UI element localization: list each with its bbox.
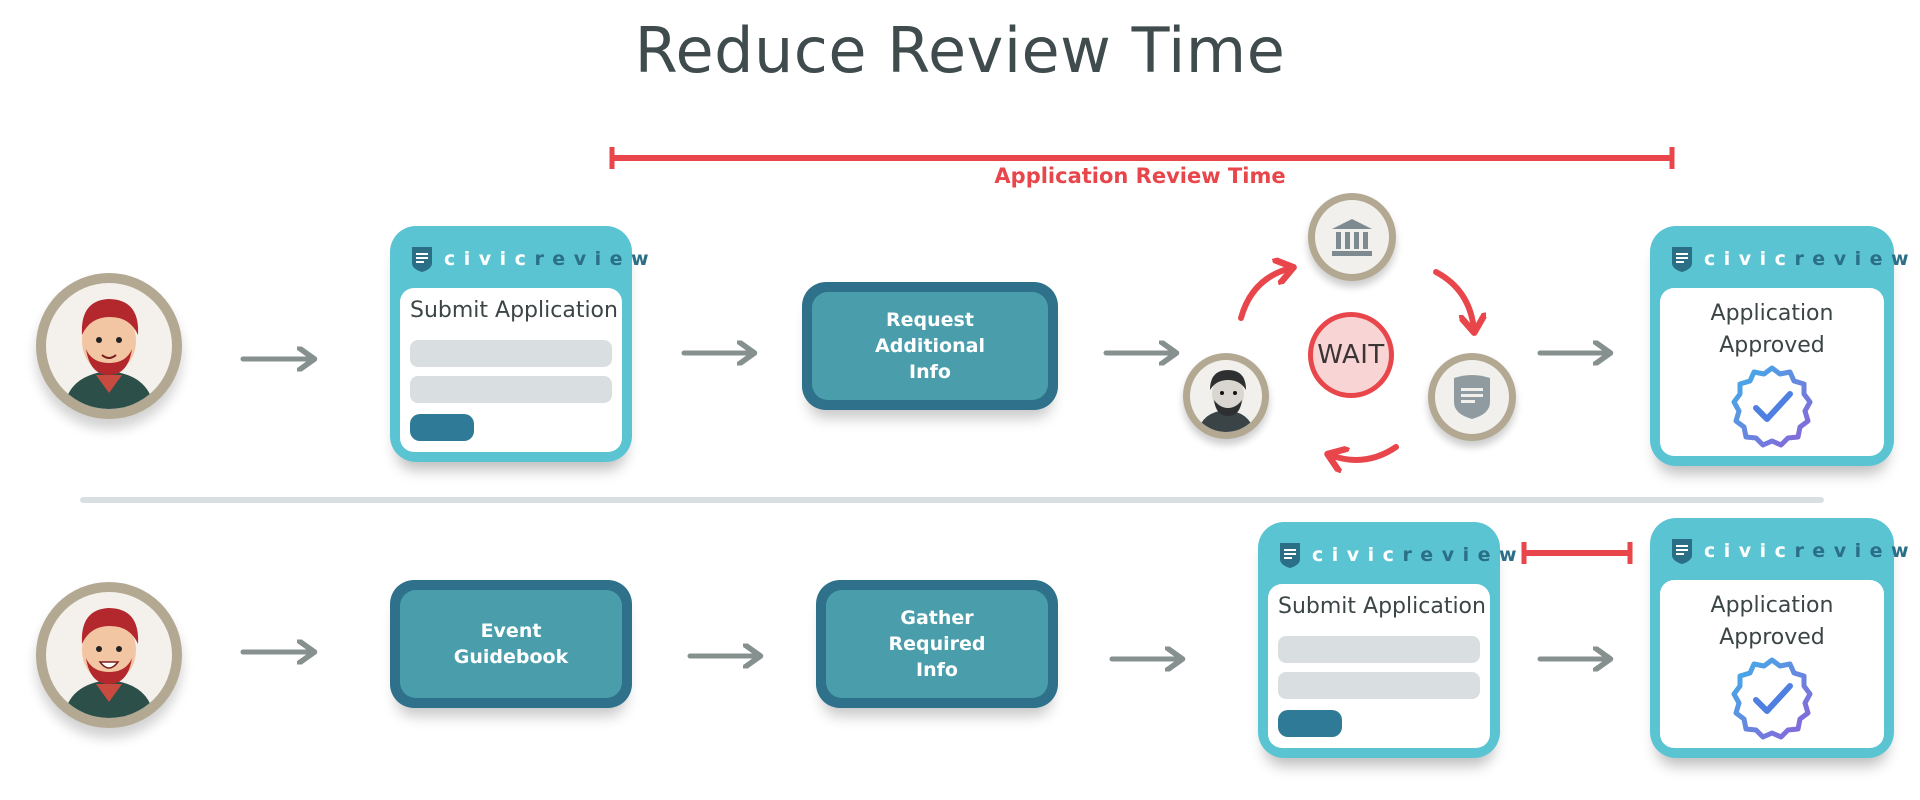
document-badge-icon xyxy=(1428,353,1516,441)
brand-review: review xyxy=(1794,540,1918,562)
form-field xyxy=(1278,636,1480,663)
review-time-label: Application Review Time xyxy=(994,164,1286,188)
application-approved-card: civicreview Application Approved xyxy=(1650,226,1909,466)
submit-application-title: Submit Application xyxy=(410,298,618,323)
section-divider xyxy=(80,497,1824,503)
civic-review-logo: civicreview xyxy=(410,244,657,274)
brand-civic: civic xyxy=(1704,540,1795,562)
civic-review-logo: civicreview xyxy=(1278,540,1525,570)
application-approved-title: Application Approved xyxy=(1710,593,1834,650)
form-field xyxy=(1278,672,1480,699)
approved-panel: Application Approved xyxy=(1660,580,1884,748)
brand-civic: civic xyxy=(1312,544,1403,566)
event-guidebook-label: Event Guidebook xyxy=(400,590,622,698)
form-field xyxy=(410,340,612,367)
submit-application-card: civicreview Submit Application xyxy=(390,226,649,462)
cycle-arrow xyxy=(1330,444,1399,460)
verified-badge-icon xyxy=(1731,365,1813,448)
civic-review-logo-icon xyxy=(1672,247,1692,272)
request-additional-info-label: Request Additional Info xyxy=(812,292,1048,400)
reviewer-avatar xyxy=(1183,353,1269,439)
civic-review-logo-icon xyxy=(1280,543,1300,568)
gather-required-info-box: Gather Required Info xyxy=(816,580,1058,708)
form-panel: Submit Application xyxy=(1268,584,1490,748)
brand-review: review xyxy=(534,248,658,270)
submit-application-title: Submit Application xyxy=(1278,594,1486,619)
brand-review: review xyxy=(1402,544,1526,566)
civic-review-logo-icon xyxy=(412,247,432,272)
cycle-arrow xyxy=(1238,268,1291,321)
form-submit-button xyxy=(1278,710,1342,737)
event-guidebook-box: Event Guidebook xyxy=(390,580,632,708)
form-panel: Submit Application xyxy=(400,288,622,452)
approved-panel: Application Approved xyxy=(1660,288,1884,456)
request-additional-info-box: Request Additional Info xyxy=(802,282,1058,410)
city-hall-icon xyxy=(1308,193,1396,281)
review-time-span xyxy=(609,147,1675,169)
brand-review: review xyxy=(1794,248,1918,270)
applicant-avatar xyxy=(36,582,182,728)
applicant-avatar xyxy=(36,273,182,419)
cycle-arrow xyxy=(1433,269,1474,330)
page-title: Reduce Review Time xyxy=(634,14,1286,87)
gather-required-info-label: Gather Required Info xyxy=(826,590,1048,698)
civic-review-logo: civicreview xyxy=(1670,244,1917,274)
short-review-span xyxy=(1521,542,1633,564)
application-approved-card: civicreview Application Approved xyxy=(1650,518,1909,758)
verified-badge-icon xyxy=(1731,657,1813,740)
application-approved-title: Application Approved xyxy=(1710,301,1834,358)
submit-application-card: civicreview Submit Application xyxy=(1258,522,1517,758)
civic-review-logo: civicreview xyxy=(1670,536,1917,566)
civic-review-logo-icon xyxy=(1672,539,1692,564)
form-field xyxy=(410,376,612,403)
form-submit-button xyxy=(410,414,474,441)
brand-civic: civic xyxy=(444,248,535,270)
wait-indicator: WAIT xyxy=(1308,312,1394,398)
brand-civic: civic xyxy=(1704,248,1795,270)
